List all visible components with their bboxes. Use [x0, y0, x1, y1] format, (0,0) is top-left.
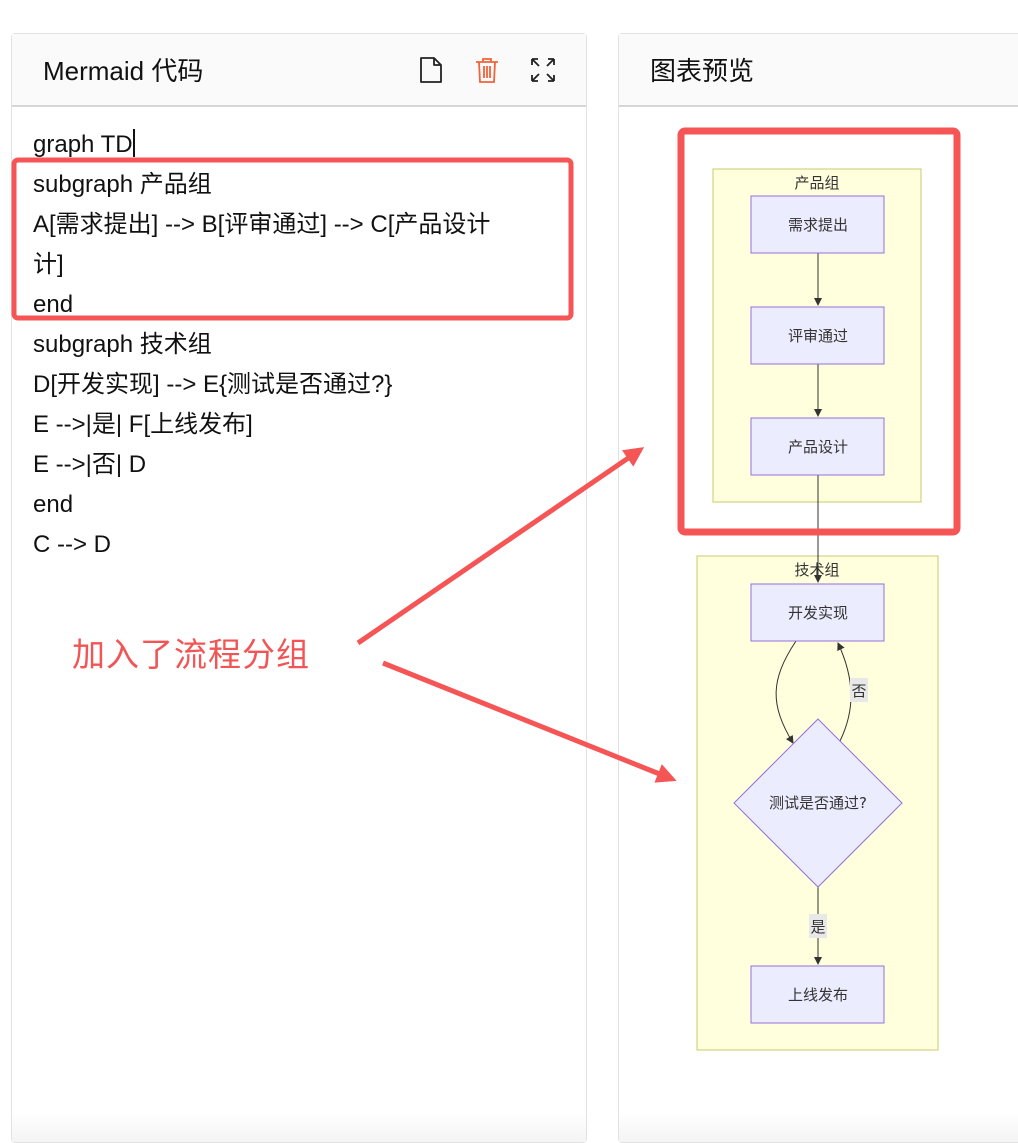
node-label: 上线发布 — [788, 986, 848, 1004]
node-label: 开发实现 — [788, 604, 848, 622]
edge-label-bg — [809, 914, 827, 938]
fullscreen-icon[interactable] — [530, 56, 556, 84]
code-line: A[需求提出] --> B[评审通过] --> C[产品设计 — [33, 211, 491, 238]
edge-label-yes: 是 — [810, 918, 825, 936]
editor-title: Mermaid 代码 — [43, 56, 204, 86]
annotation-text: 加入了流程分组 — [72, 636, 310, 673]
code-editor-panel: Mermaid 代码 graph TD subgraph 产品组 A[需求提出]… — [11, 33, 587, 1143]
node-c[interactable] — [750, 417, 885, 476]
code-line: E -->|否| D — [33, 451, 147, 478]
edge-label-bg — [850, 678, 868, 702]
text-caret — [132, 129, 135, 157]
new-file-icon[interactable] — [418, 56, 444, 84]
preview-header: 图表预览 — [619, 34, 1018, 107]
node-d[interactable] — [750, 583, 885, 642]
node-label: 需求提出 — [788, 216, 848, 234]
code-textarea[interactable]: graph TD subgraph 产品组 A[需求提出] --> B[评审通过… — [12, 107, 552, 565]
code-line: subgraph 产品组 — [33, 171, 212, 198]
code-line: graph TD — [33, 129, 135, 158]
subgraph-label: 技术组 — [794, 561, 839, 579]
annotation-box-code — [11, 157, 574, 321]
node-label: 评审通过 — [788, 327, 848, 345]
edge-label-no: 否 — [851, 682, 866, 700]
annotation-box-diagram — [677, 127, 961, 536]
code-line: end — [33, 291, 74, 318]
code-line: C --> D — [33, 531, 111, 558]
code-line: end — [33, 491, 74, 518]
node-label: 测试是否通过? — [769, 794, 867, 812]
code-line: E -->|是| F[上线发布] — [33, 411, 253, 438]
node-e-decision[interactable] — [733, 718, 903, 888]
annotation-arrow — [356, 447, 645, 646]
subgraph-label: 产品组 — [794, 174, 839, 192]
node-f[interactable] — [750, 965, 885, 1024]
annotation-arrow — [382, 660, 677, 783]
node-a[interactable] — [750, 195, 885, 254]
code-line: D[开发实现] --> E{测试是否通过?} — [33, 371, 393, 398]
node-b[interactable] — [750, 306, 885, 365]
preview-title: 图表预览 — [650, 56, 755, 86]
code-line: subgraph 技术组 — [33, 331, 212, 358]
code-line: 计] — [33, 251, 64, 278]
node-label: 产品设计 — [788, 438, 848, 456]
trash-icon[interactable] — [474, 56, 500, 84]
